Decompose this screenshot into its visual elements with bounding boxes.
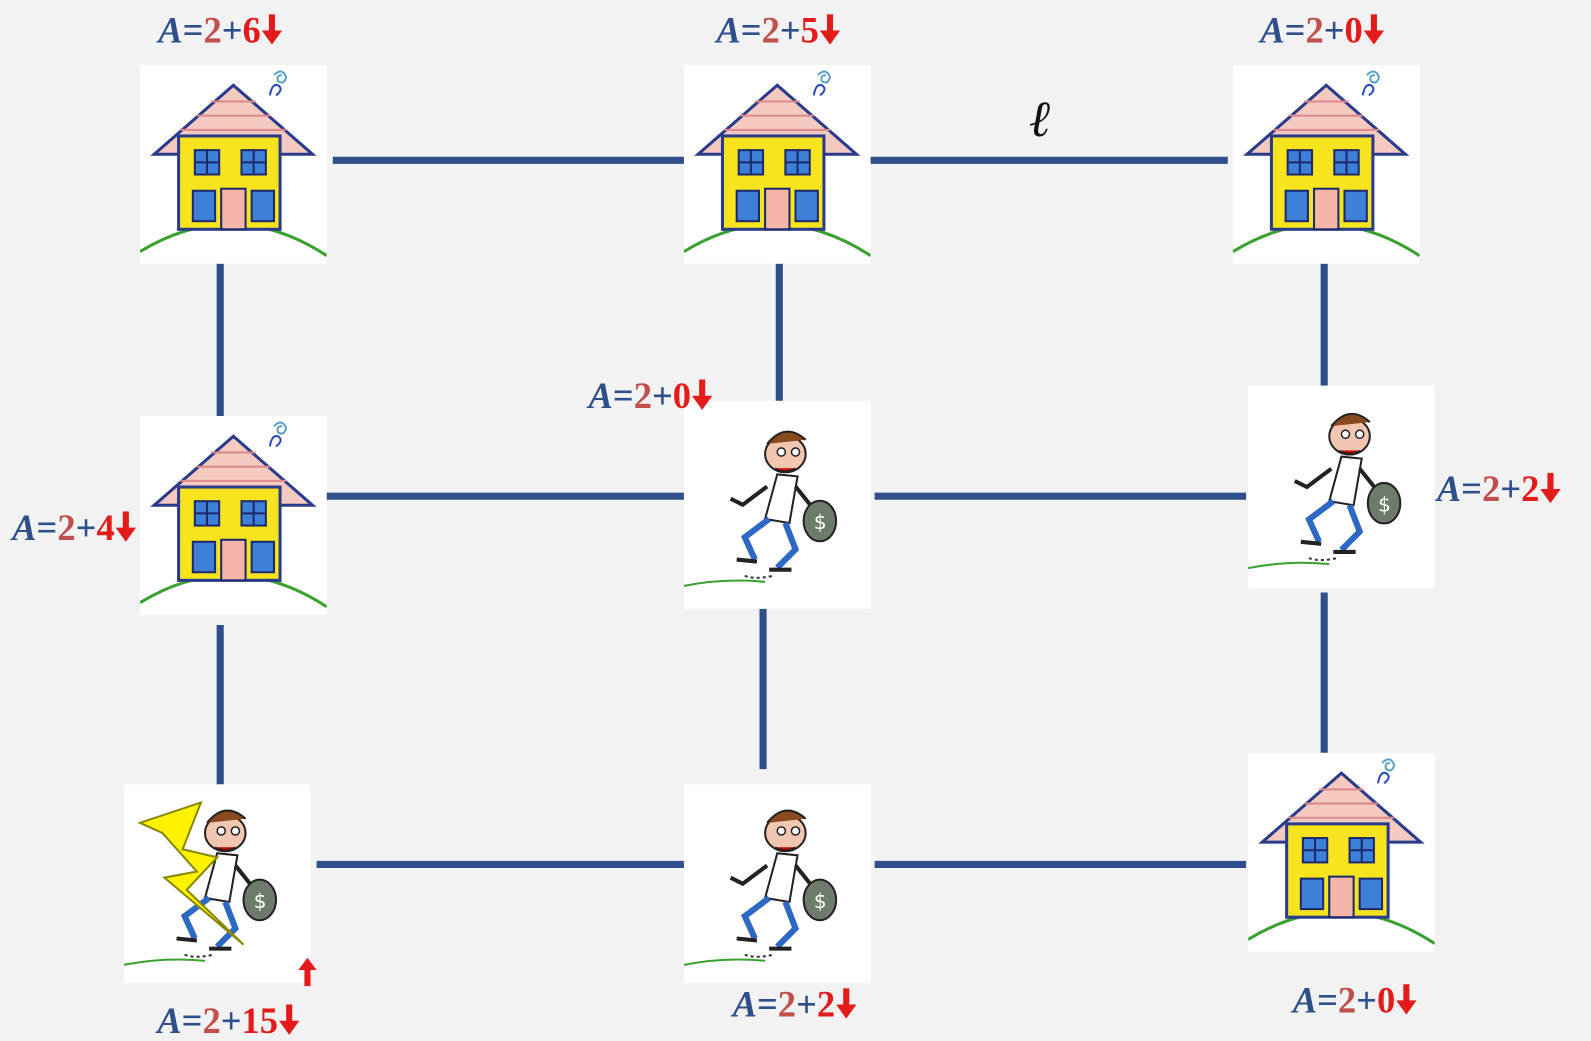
house-icon	[684, 65, 871, 264]
label-variable: A	[1437, 469, 1461, 510]
down-arrow-icon	[1396, 984, 1416, 1016]
label-equals: =	[613, 375, 634, 416]
node-r0c1-house	[684, 65, 871, 264]
svg-text:$: $	[254, 889, 267, 913]
node-r2c2-house	[1248, 753, 1435, 952]
node-label-r2c2: A=2+0	[1293, 982, 1417, 1019]
label-variable: A	[716, 10, 740, 51]
label-equals: =	[182, 1000, 203, 1041]
label-base-value: 2	[1482, 469, 1500, 510]
down-arrow-icon	[279, 1004, 299, 1036]
label-base-value: 2	[1338, 980, 1356, 1021]
label-plus: +	[796, 984, 817, 1025]
house-icon	[1248, 753, 1435, 952]
down-arrow-icon	[692, 379, 712, 411]
label-extra-value: 2	[1521, 469, 1539, 510]
label-equals: =	[741, 10, 762, 51]
down-arrow-icon	[836, 988, 856, 1020]
node-r1c0-house	[140, 416, 327, 615]
edge-symbol-label: ℓ	[1029, 89, 1050, 148]
label-equals: =	[183, 10, 204, 51]
node-label-r0c0: A=2+6	[158, 12, 282, 49]
label-equals: =	[1461, 469, 1482, 510]
label-base-value: 2	[202, 1000, 220, 1041]
label-extra-value: 0	[1345, 10, 1363, 51]
node-r1c1-robber: $	[684, 401, 871, 609]
label-base-value: 2	[762, 10, 780, 51]
label-extra-value: 4	[96, 507, 114, 548]
down-arrow-icon	[1540, 473, 1560, 505]
label-equals: =	[1285, 10, 1306, 51]
node-r2c0-robber-struck: $	[124, 784, 311, 983]
node-label-r1c0: A=2+4	[12, 509, 136, 546]
label-base-value: 2	[778, 984, 796, 1025]
svg-text:$: $	[814, 889, 827, 913]
label-variable: A	[733, 984, 757, 1025]
label-base-value: 2	[203, 10, 221, 51]
up-arrow-icon	[298, 958, 316, 986]
label-variable: A	[157, 1000, 181, 1041]
label-equals: =	[1317, 980, 1338, 1021]
robber-icon: $	[1248, 386, 1435, 589]
label-equals: =	[757, 984, 778, 1025]
down-arrow-icon	[116, 511, 136, 543]
node-label-r1c2: A=2+2	[1437, 471, 1561, 508]
down-arrow-icon	[1364, 14, 1384, 46]
node-label-r0c1: A=2+5	[716, 12, 840, 49]
label-extra-value: 0	[1377, 980, 1395, 1021]
house-icon	[140, 416, 327, 615]
label-variable: A	[1293, 980, 1317, 1021]
label-equals: =	[37, 507, 58, 548]
label-extra-value: 5	[801, 10, 819, 51]
label-plus: +	[1324, 10, 1345, 51]
label-plus: +	[652, 375, 673, 416]
node-label-r2c0: A=2+15	[157, 1002, 299, 1039]
robber-icon: $	[684, 784, 871, 983]
label-variable: A	[12, 507, 36, 548]
svg-text:$: $	[814, 510, 827, 534]
label-extra-value: 6	[243, 10, 261, 51]
down-arrow-icon	[820, 14, 840, 46]
label-plus: +	[76, 507, 97, 548]
node-r1c2-robber: $	[1248, 386, 1435, 589]
label-plus: +	[222, 10, 243, 51]
node-label-r1c1: A=2+0	[589, 377, 713, 414]
node-r0c2-house	[1233, 65, 1420, 264]
label-base-value: 2	[634, 375, 652, 416]
label-extra-value: 0	[673, 375, 691, 416]
label-base-value: 2	[57, 507, 75, 548]
label-variable: A	[1260, 10, 1284, 51]
label-base-value: 2	[1305, 10, 1323, 51]
label-extra-value: 2	[817, 984, 835, 1025]
node-label-r0c2: A=2+0	[1260, 12, 1384, 49]
label-plus: +	[221, 1000, 242, 1041]
house-icon	[1233, 65, 1420, 264]
robber-icon: $	[684, 401, 871, 609]
label-plus: +	[1500, 469, 1521, 510]
label-variable: A	[589, 375, 613, 416]
label-variable: A	[158, 10, 182, 51]
robber-icon: $	[124, 784, 311, 983]
house-icon	[140, 65, 327, 264]
down-arrow-icon	[262, 14, 282, 46]
node-r2c1-robber: $	[684, 784, 871, 983]
svg-text:$: $	[1378, 492, 1391, 516]
node-r0c0-house	[140, 65, 327, 264]
node-label-r2c1: A=2+2	[733, 986, 857, 1023]
label-extra-value: 15	[242, 1000, 279, 1041]
label-plus: +	[1356, 980, 1377, 1021]
label-plus: +	[780, 10, 801, 51]
